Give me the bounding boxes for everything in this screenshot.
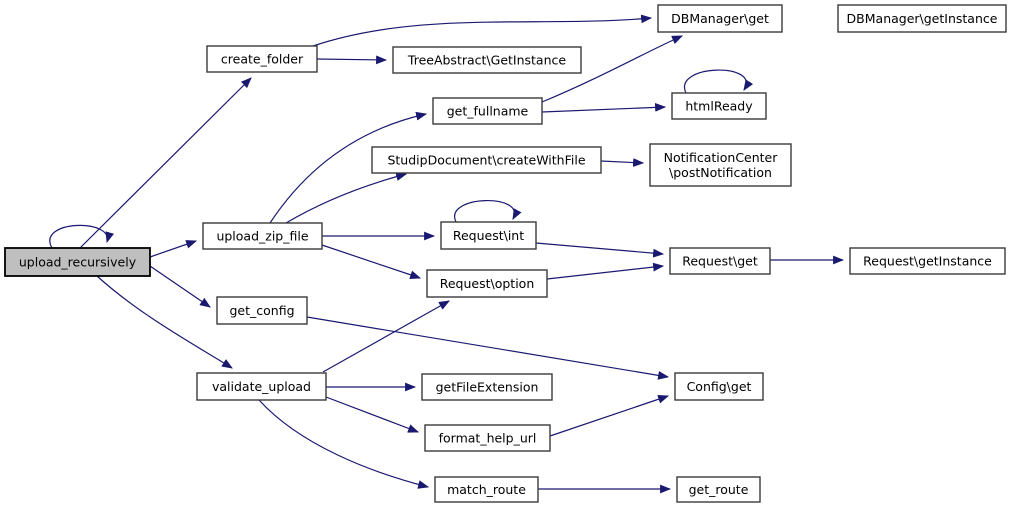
node-create_folder[interactable]: create_folder bbox=[206, 45, 318, 73]
node-label: match_route bbox=[447, 482, 526, 497]
node-label: create_folder bbox=[221, 52, 304, 67]
edge-validate_upload-to-request_option bbox=[322, 300, 450, 373]
node-label: htmlReady bbox=[685, 99, 753, 114]
node-label: get_route bbox=[689, 482, 749, 497]
node-label: Request\get bbox=[682, 254, 758, 269]
node-request_int[interactable]: Request\int bbox=[440, 221, 537, 250]
node-label: TreeAbstract\GetInstance bbox=[407, 53, 566, 68]
node-request_getinstance[interactable]: Request\getInstance bbox=[849, 247, 1006, 275]
edge-upload_zip_file-to-get_fullname bbox=[269, 111, 428, 224]
edge-upload_recursively-to-get_config bbox=[149, 265, 211, 308]
node-label: upload_zip_file bbox=[216, 229, 308, 244]
node-dbmanager_getinstance[interactable]: DBManager\getInstance bbox=[837, 4, 1007, 33]
node-config_get[interactable]: Config\get bbox=[674, 372, 764, 401]
node-get_config[interactable]: get_config bbox=[216, 296, 308, 325]
node-label: Request\option bbox=[440, 276, 535, 291]
edge-upload_recursively-to-validate_upload bbox=[96, 275, 233, 369]
node-get_fullname[interactable]: get_fullname bbox=[432, 97, 543, 125]
node-tree_abstract_getinstance[interactable]: TreeAbstract\GetInstance bbox=[392, 46, 582, 74]
node-htmlready[interactable]: htmlReady bbox=[671, 92, 767, 120]
node-format_help_url[interactable]: format_help_url bbox=[424, 424, 551, 452]
edge-get_config-to-config_get bbox=[306, 316, 670, 380]
edge-validate_upload-to-format_help_url bbox=[325, 396, 420, 433]
node-validate_upload[interactable]: validate_upload bbox=[196, 372, 327, 401]
node-label: format_help_url bbox=[439, 431, 537, 446]
node-upload_zip_file[interactable]: upload_zip_file bbox=[202, 222, 323, 250]
edge-validate_upload-to-match_route bbox=[258, 399, 430, 489]
node-label: \postNotification bbox=[669, 165, 772, 180]
node-label: DBManager\getInstance bbox=[847, 11, 998, 26]
node-studipdocument_createwithfile[interactable]: StudipDocument\createWithFile bbox=[371, 146, 602, 174]
edge-create_folder-to-dbmanager_get bbox=[312, 14, 653, 47]
node-label: Config\get bbox=[687, 379, 752, 394]
node-request_option[interactable]: Request\option bbox=[426, 269, 548, 298]
node-label: NotificationCenter bbox=[664, 150, 779, 165]
edge-upload_zip_file-to-request_option bbox=[321, 244, 422, 280]
edge-request_int-to-request_get bbox=[535, 242, 665, 258]
edge-htmlready-to-htmlready bbox=[683, 69, 754, 94]
node-label: DBManager\get bbox=[671, 11, 769, 26]
edge-create_folder-to-tree_abstract_getinstance bbox=[316, 55, 388, 65]
node-label: get_config bbox=[229, 303, 294, 318]
edge-upload_recursively-to-upload_zip_file bbox=[149, 240, 198, 258]
edge-get_fullname-to-dbmanager_get bbox=[541, 35, 684, 103]
edge-upload_recursively-to-upload_recursively bbox=[49, 224, 114, 249]
node-upload_recursively[interactable]: upload_recursively bbox=[4, 247, 151, 277]
node-match_route[interactable]: match_route bbox=[434, 476, 539, 503]
edge-format_help_url-to-config_get bbox=[549, 395, 670, 437]
node-label: getFileExtension bbox=[436, 380, 539, 395]
node-get_route[interactable]: get_route bbox=[676, 476, 761, 503]
edge-get_fullname-to-htmlready bbox=[541, 103, 667, 113]
node-label: StudipDocument\createWithFile bbox=[387, 153, 585, 168]
node-label: validate_upload bbox=[212, 379, 311, 394]
edge-upload_recursively-to-create_folder bbox=[79, 77, 252, 249]
node-dbmanager_get[interactable]: DBManager\get bbox=[657, 4, 783, 33]
edge-request_int-to-request_int bbox=[454, 200, 522, 223]
edge-studipdocument_createwithfile-to-notificationcenter_postnotification bbox=[600, 158, 645, 167]
node-request_get[interactable]: Request\get bbox=[669, 247, 771, 275]
node-label: Request\int bbox=[453, 228, 524, 243]
node-label: Request\getInstance bbox=[863, 254, 992, 269]
node-getfileextension[interactable]: getFileExtension bbox=[421, 373, 553, 401]
node-label: upload_recursively bbox=[19, 255, 137, 270]
edge-request_option-to-request_get bbox=[546, 262, 665, 280]
node-label: get_fullname bbox=[447, 104, 529, 119]
node-notificationcenter_postnotification[interactable]: NotificationCenter\postNotification bbox=[649, 143, 792, 187]
edge-upload_zip_file-to-studipdocument_createwithfile bbox=[285, 172, 408, 224]
